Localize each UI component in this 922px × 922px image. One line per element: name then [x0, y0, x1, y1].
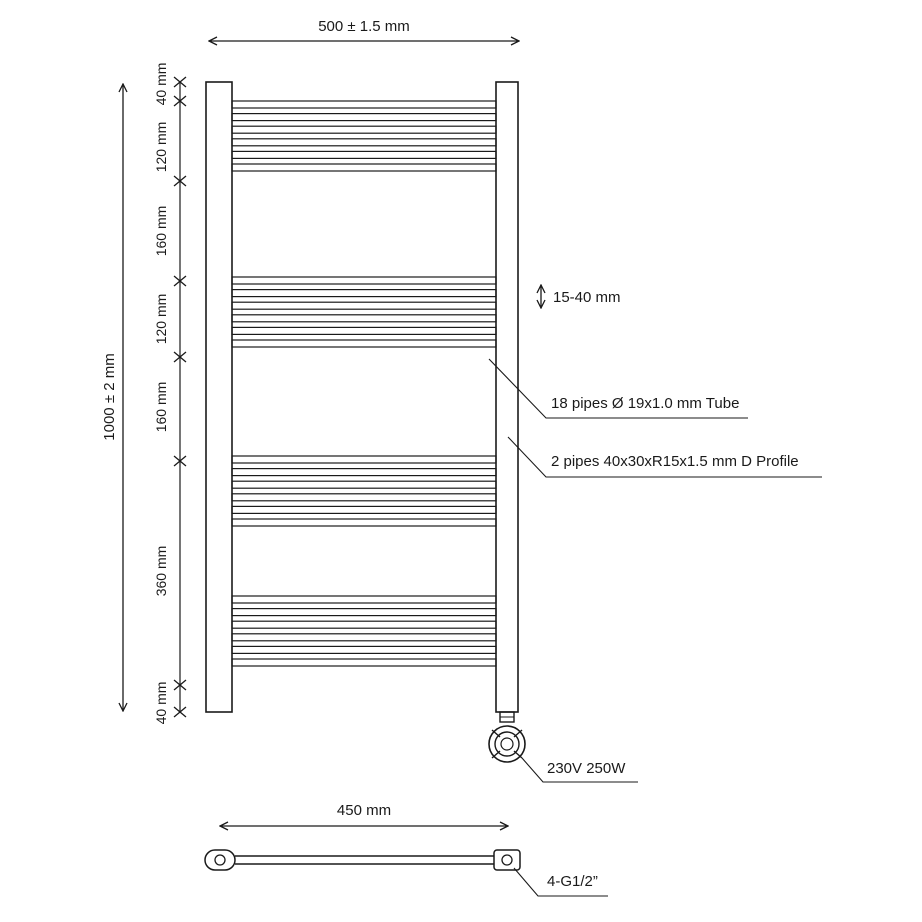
seg-label-group1: 120 mm [153, 122, 169, 173]
rail-10 [231, 314, 497, 323]
rail-13 [231, 455, 497, 464]
seg-label-space2: 160 mm [153, 382, 169, 433]
rail-22 [231, 633, 497, 642]
rail-4 [231, 138, 497, 147]
rail-14 [231, 468, 497, 477]
rail-6 [231, 163, 497, 172]
rail-2 [231, 112, 497, 122]
rail-17 [231, 505, 497, 514]
rail-21 [231, 620, 497, 629]
profile-label: 2 pipes 40x30xR15x1.5 mm D Profile [551, 453, 799, 470]
segment-tick-4 [173, 275, 187, 287]
connections-leader-line [513, 867, 608, 897]
seg-label-group3: 360 mm [153, 546, 169, 597]
center-distance-label: 450 mm [337, 802, 391, 819]
rail-19 [231, 595, 497, 604]
rail-23 [231, 645, 497, 655]
width-label: 500 ± 1.5 mm [318, 18, 410, 35]
left-column [205, 81, 233, 713]
segment-tick-5 [173, 351, 187, 363]
heater-label: 230V 250W [547, 760, 626, 777]
top-view [204, 849, 521, 871]
rail-24 [231, 658, 497, 667]
rail-set [231, 100, 497, 667]
tube-label: 18 pipes Ø 19x1.0 mm Tube [551, 395, 739, 412]
seg-label-group2: 120 mm [153, 294, 169, 345]
seg-label-space1: 160 mm [153, 206, 169, 257]
segment-tick-3 [173, 175, 187, 187]
rail-7 [231, 276, 497, 285]
rail-9 [231, 301, 497, 310]
profile-leader-line [507, 436, 822, 478]
rail-8 [231, 289, 497, 298]
segment-tick-1 [173, 76, 187, 88]
spacing-label: 15-40 mm [553, 289, 621, 306]
connections-label: 4-G1/2” [547, 873, 598, 890]
rail-12 [231, 339, 497, 348]
height-label: 1000 ± 2 mm [101, 353, 118, 440]
segment-tick-8 [173, 706, 187, 718]
rail-11 [231, 326, 497, 335]
rail-20 [231, 607, 497, 617]
right-column [495, 81, 519, 713]
segment-tick-7 [173, 679, 187, 691]
seg-label-bottom-gap: 40 mm [153, 682, 169, 725]
seg-label-top-gap: 40 mm [153, 63, 169, 106]
segment-tick-6 [173, 455, 187, 467]
rail-18 [231, 518, 497, 527]
segment-ticks [173, 76, 187, 718]
tube-leader-line [488, 358, 748, 419]
segment-tick-2 [173, 95, 187, 107]
rail-3 [231, 125, 497, 134]
rail-16 [231, 493, 497, 502]
heater-leader-line [521, 757, 638, 783]
rail-15 [231, 480, 497, 489]
rail-5 [231, 150, 497, 159]
rail-1 [231, 100, 497, 109]
heater-element [488, 711, 526, 763]
